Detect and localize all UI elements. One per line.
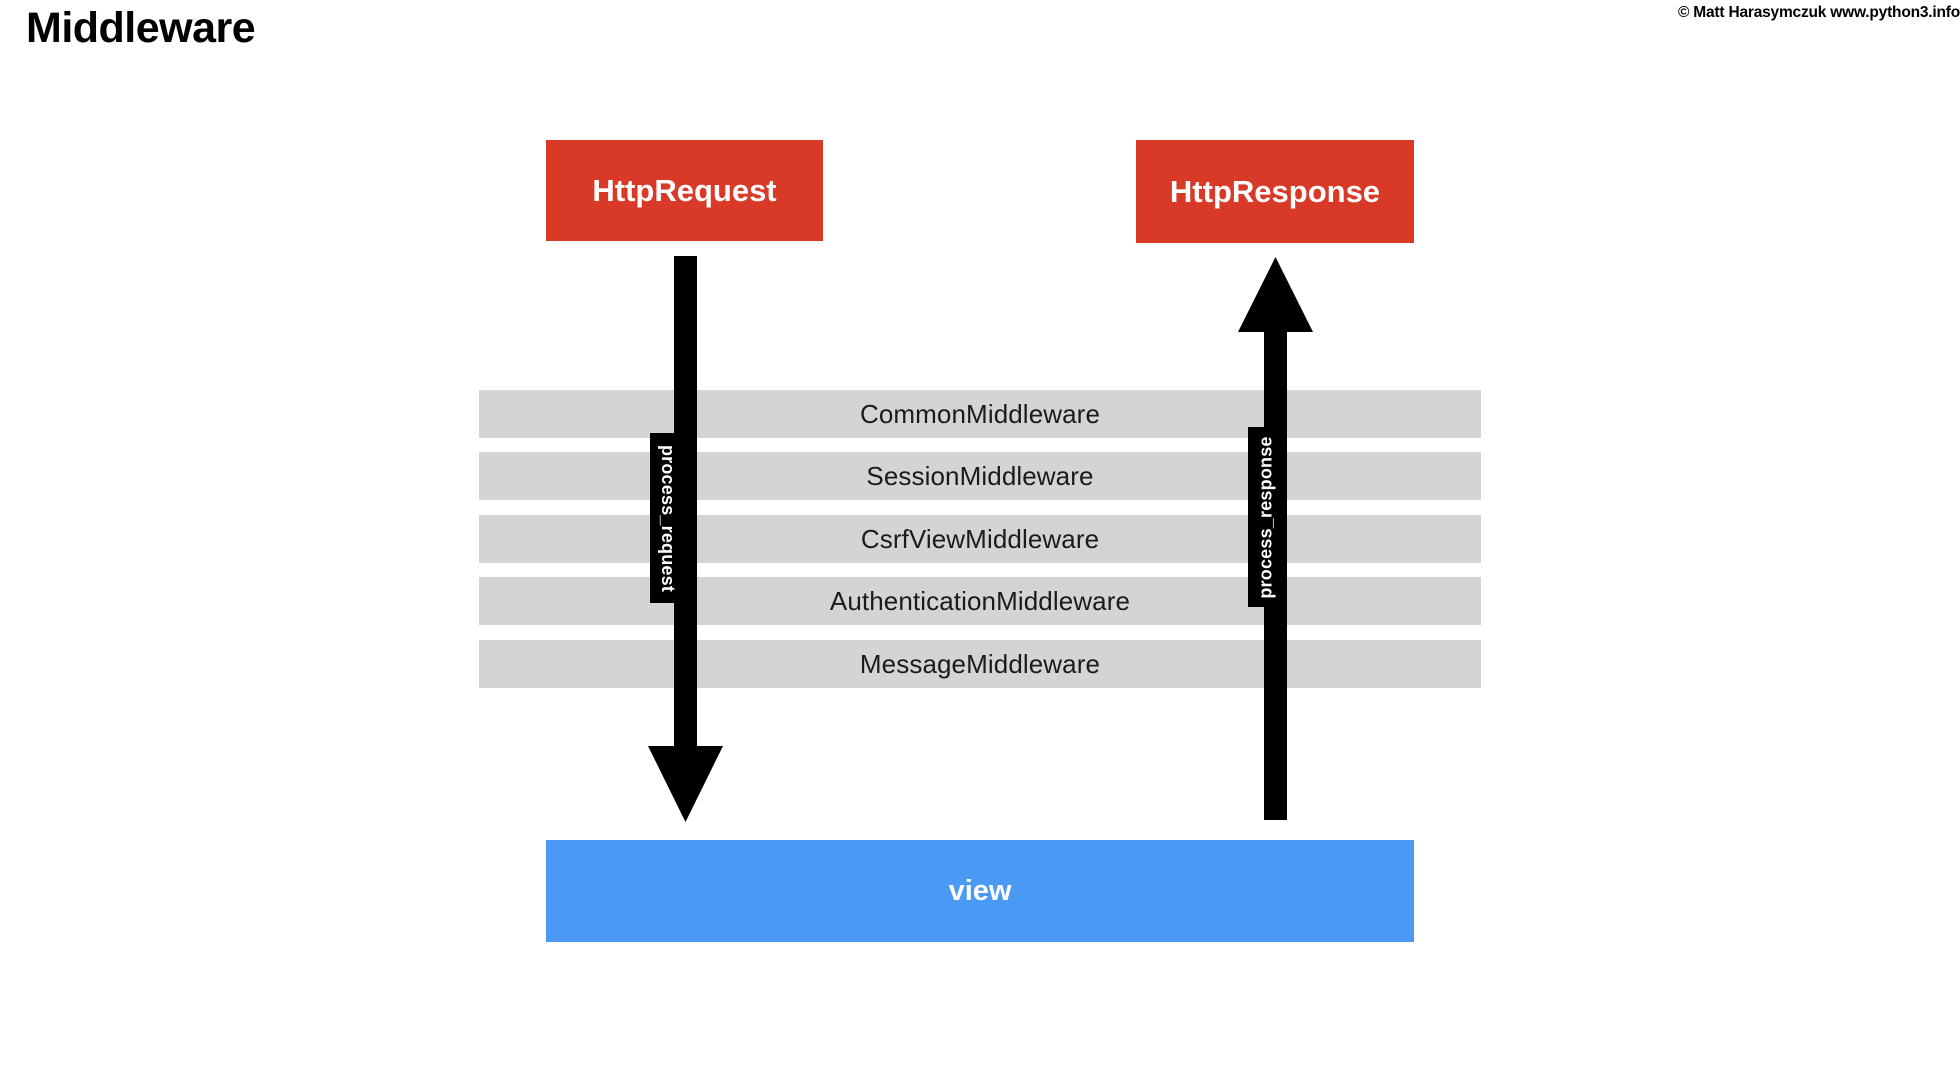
- node-view: view: [546, 840, 1414, 942]
- middleware-bar-authentication: AuthenticationMiddleware: [479, 577, 1481, 625]
- node-http-response-label: HttpResponse: [1169, 173, 1381, 209]
- node-http-request-label: HttpRequest: [592, 172, 777, 208]
- node-http-request: HttpRequest: [546, 140, 823, 241]
- middleware-label: AuthenticationMiddleware: [829, 585, 1131, 616]
- copyright-notice: © Matt Harasymczuk www.python3.info: [1677, 4, 1960, 21]
- middleware-label: SessionMiddleware: [866, 460, 1094, 491]
- node-view-label: view: [948, 874, 1012, 907]
- middleware-bar-session: SessionMiddleware: [479, 452, 1481, 500]
- middleware-label: CsrfViewMiddleware: [860, 523, 1100, 554]
- arrow-tag-process-response-label: process_response: [1255, 435, 1276, 599]
- middleware-label: MessageMiddleware: [859, 648, 1101, 679]
- page-title: Middleware: [26, 4, 256, 52]
- arrow-tag-process-request: process_request: [650, 433, 686, 603]
- middleware-bar-message: MessageMiddleware: [479, 640, 1481, 688]
- middleware-label: CommonMiddleware: [859, 398, 1101, 429]
- middleware-bar-csrfview: CsrfViewMiddleware: [479, 515, 1481, 563]
- arrow-tag-process-response: process_response: [1248, 427, 1284, 607]
- node-http-response: HttpResponse: [1136, 140, 1414, 243]
- middleware-stack: CommonMiddleware SessionMiddleware CsrfV…: [479, 390, 1481, 688]
- middleware-bar-common: CommonMiddleware: [479, 390, 1481, 438]
- arrow-tag-process-request-label: process_request: [658, 444, 679, 592]
